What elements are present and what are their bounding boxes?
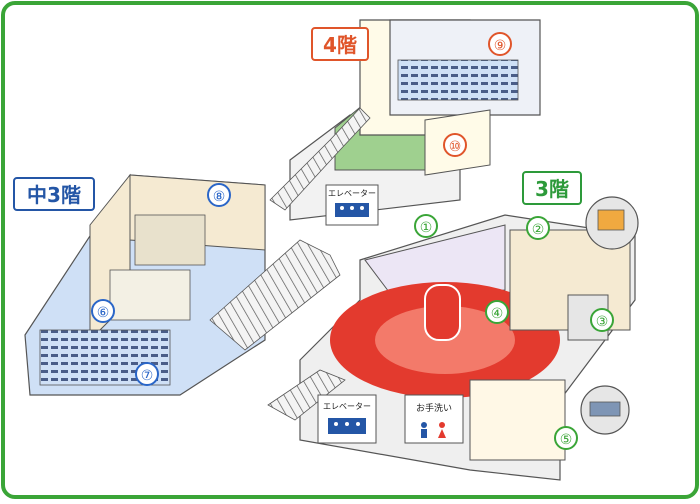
callout-atm	[585, 196, 639, 250]
marker-8: ⑧	[207, 183, 231, 207]
marker-6: ⑥	[91, 299, 115, 323]
floor4-label-text: 4階	[323, 33, 357, 57]
floor4-label: 4階	[311, 27, 369, 61]
marker-5: ⑤	[554, 426, 578, 450]
mezzanine-label-text: 中3階	[27, 183, 81, 207]
marker-3-text: ③	[596, 314, 609, 330]
marker-2-text: ②	[532, 222, 545, 238]
marker-10: ⑩	[443, 133, 467, 157]
marker-6-text: ⑥	[97, 305, 110, 321]
elevator-sign-upper	[325, 184, 379, 226]
elevator-label-upper: エレベーター	[328, 189, 376, 198]
marker-2: ②	[526, 216, 550, 240]
floor3-label: 3階	[522, 171, 582, 205]
restroom-label: お手洗い	[416, 402, 452, 414]
elevator-sign-lower	[317, 394, 377, 444]
marker-1: ①	[414, 214, 438, 238]
marker-1-text: ①	[420, 220, 433, 236]
marker-10-text: ⑩	[449, 139, 462, 155]
marker-3: ③	[590, 308, 614, 332]
marker-4-text: ④	[491, 306, 504, 322]
marker-7: ⑦	[135, 362, 159, 386]
marker-9: ⑨	[488, 32, 512, 56]
stairs-3f	[267, 369, 346, 421]
stairs-4f	[269, 107, 371, 211]
stairs-mezzanine	[209, 239, 341, 351]
restroom-sign	[404, 394, 464, 444]
marker-8-text: ⑧	[213, 189, 226, 205]
marker-7-text: ⑦	[141, 368, 154, 384]
marker-4: ④	[485, 300, 509, 324]
mezzanine-area	[24, 173, 266, 396]
marker-5-text: ⑤	[560, 432, 573, 448]
elevator-label-lower: エレベーター	[323, 402, 371, 411]
callout-display	[580, 385, 630, 435]
mezzanine-label: 中3階	[13, 177, 95, 211]
floor3-label-text: 3階	[535, 177, 569, 201]
marker-9-text: ⑨	[494, 38, 507, 54]
